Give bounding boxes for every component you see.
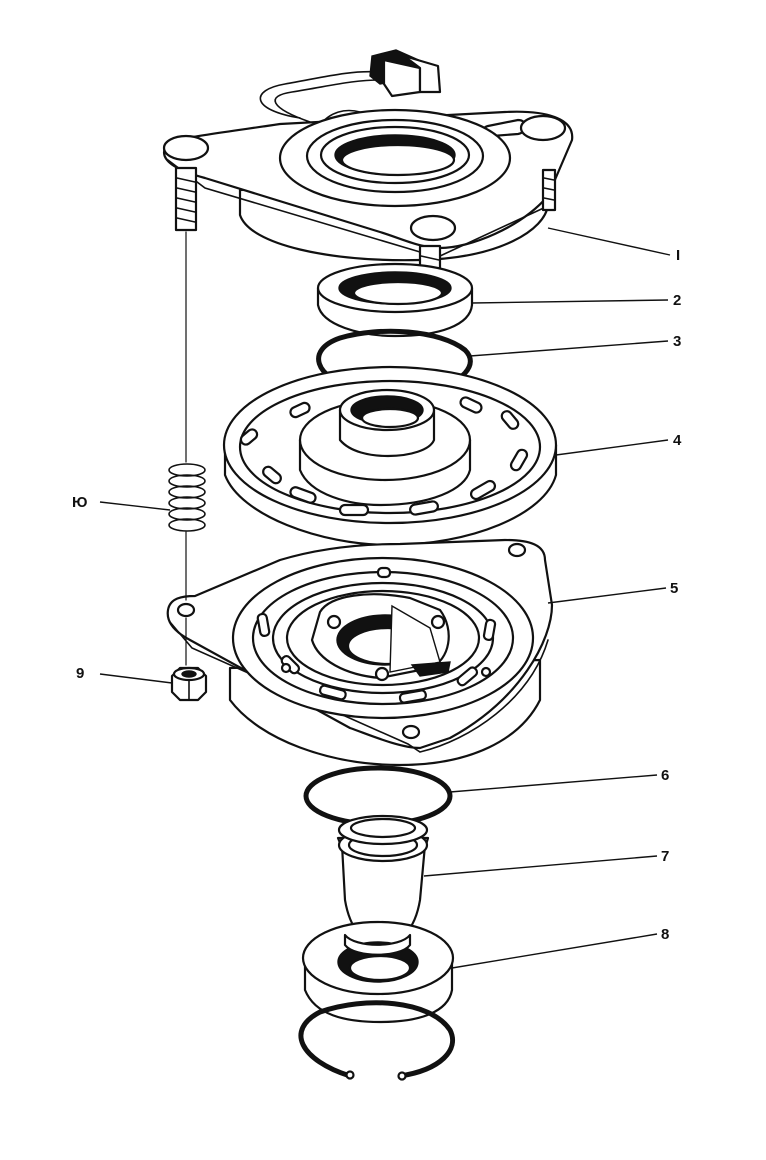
- electrical-connector: [369, 49, 442, 98]
- part-4-pulley: [222, 365, 558, 547]
- callout-10: Ю: [72, 494, 87, 511]
- callout-1: I: [676, 247, 680, 264]
- callout-labels: I 2 3 4 5 6 7 8 9 Ю: [72, 247, 682, 943]
- callout-2: 2: [673, 292, 681, 309]
- callout-4: 4: [673, 432, 682, 449]
- part-10-spring: [168, 231, 206, 666]
- callout-8: 8: [661, 926, 669, 943]
- callout-5: 5: [670, 580, 678, 597]
- leader-lines: [99, 227, 671, 969]
- part-2-bearing: [316, 262, 474, 338]
- part-8-lower-bearing: [301, 920, 455, 1024]
- part-5-coil-housing: [166, 538, 554, 767]
- callout-3: 3: [673, 333, 681, 350]
- stud-right: [541, 168, 557, 212]
- stud-left: [174, 166, 198, 232]
- callout-6: 6: [661, 767, 669, 784]
- callout-9: 9: [76, 665, 84, 682]
- callout-7: 7: [661, 848, 669, 865]
- bottom-circlip: [298, 1000, 455, 1081]
- part-9-nut: [170, 666, 208, 702]
- part-1-mounting-plate: [162, 49, 574, 322]
